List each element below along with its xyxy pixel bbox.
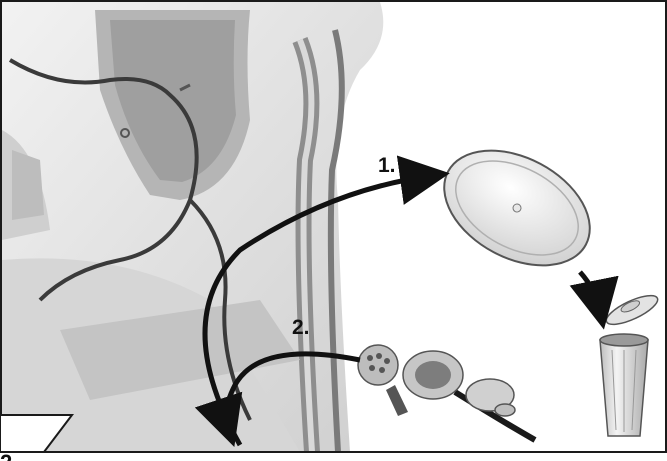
- connector-socket-icon: [358, 345, 535, 440]
- trunk-interior-panel: [2, 2, 383, 452]
- curved-arrow-icon: [580, 272, 600, 310]
- trash-can-icon: [600, 290, 661, 436]
- oval-cover-icon: [425, 127, 610, 289]
- step-label-1: 1.: [378, 154, 396, 177]
- corner-label: 2: [0, 450, 12, 461]
- step-label-2: 2.: [292, 316, 310, 339]
